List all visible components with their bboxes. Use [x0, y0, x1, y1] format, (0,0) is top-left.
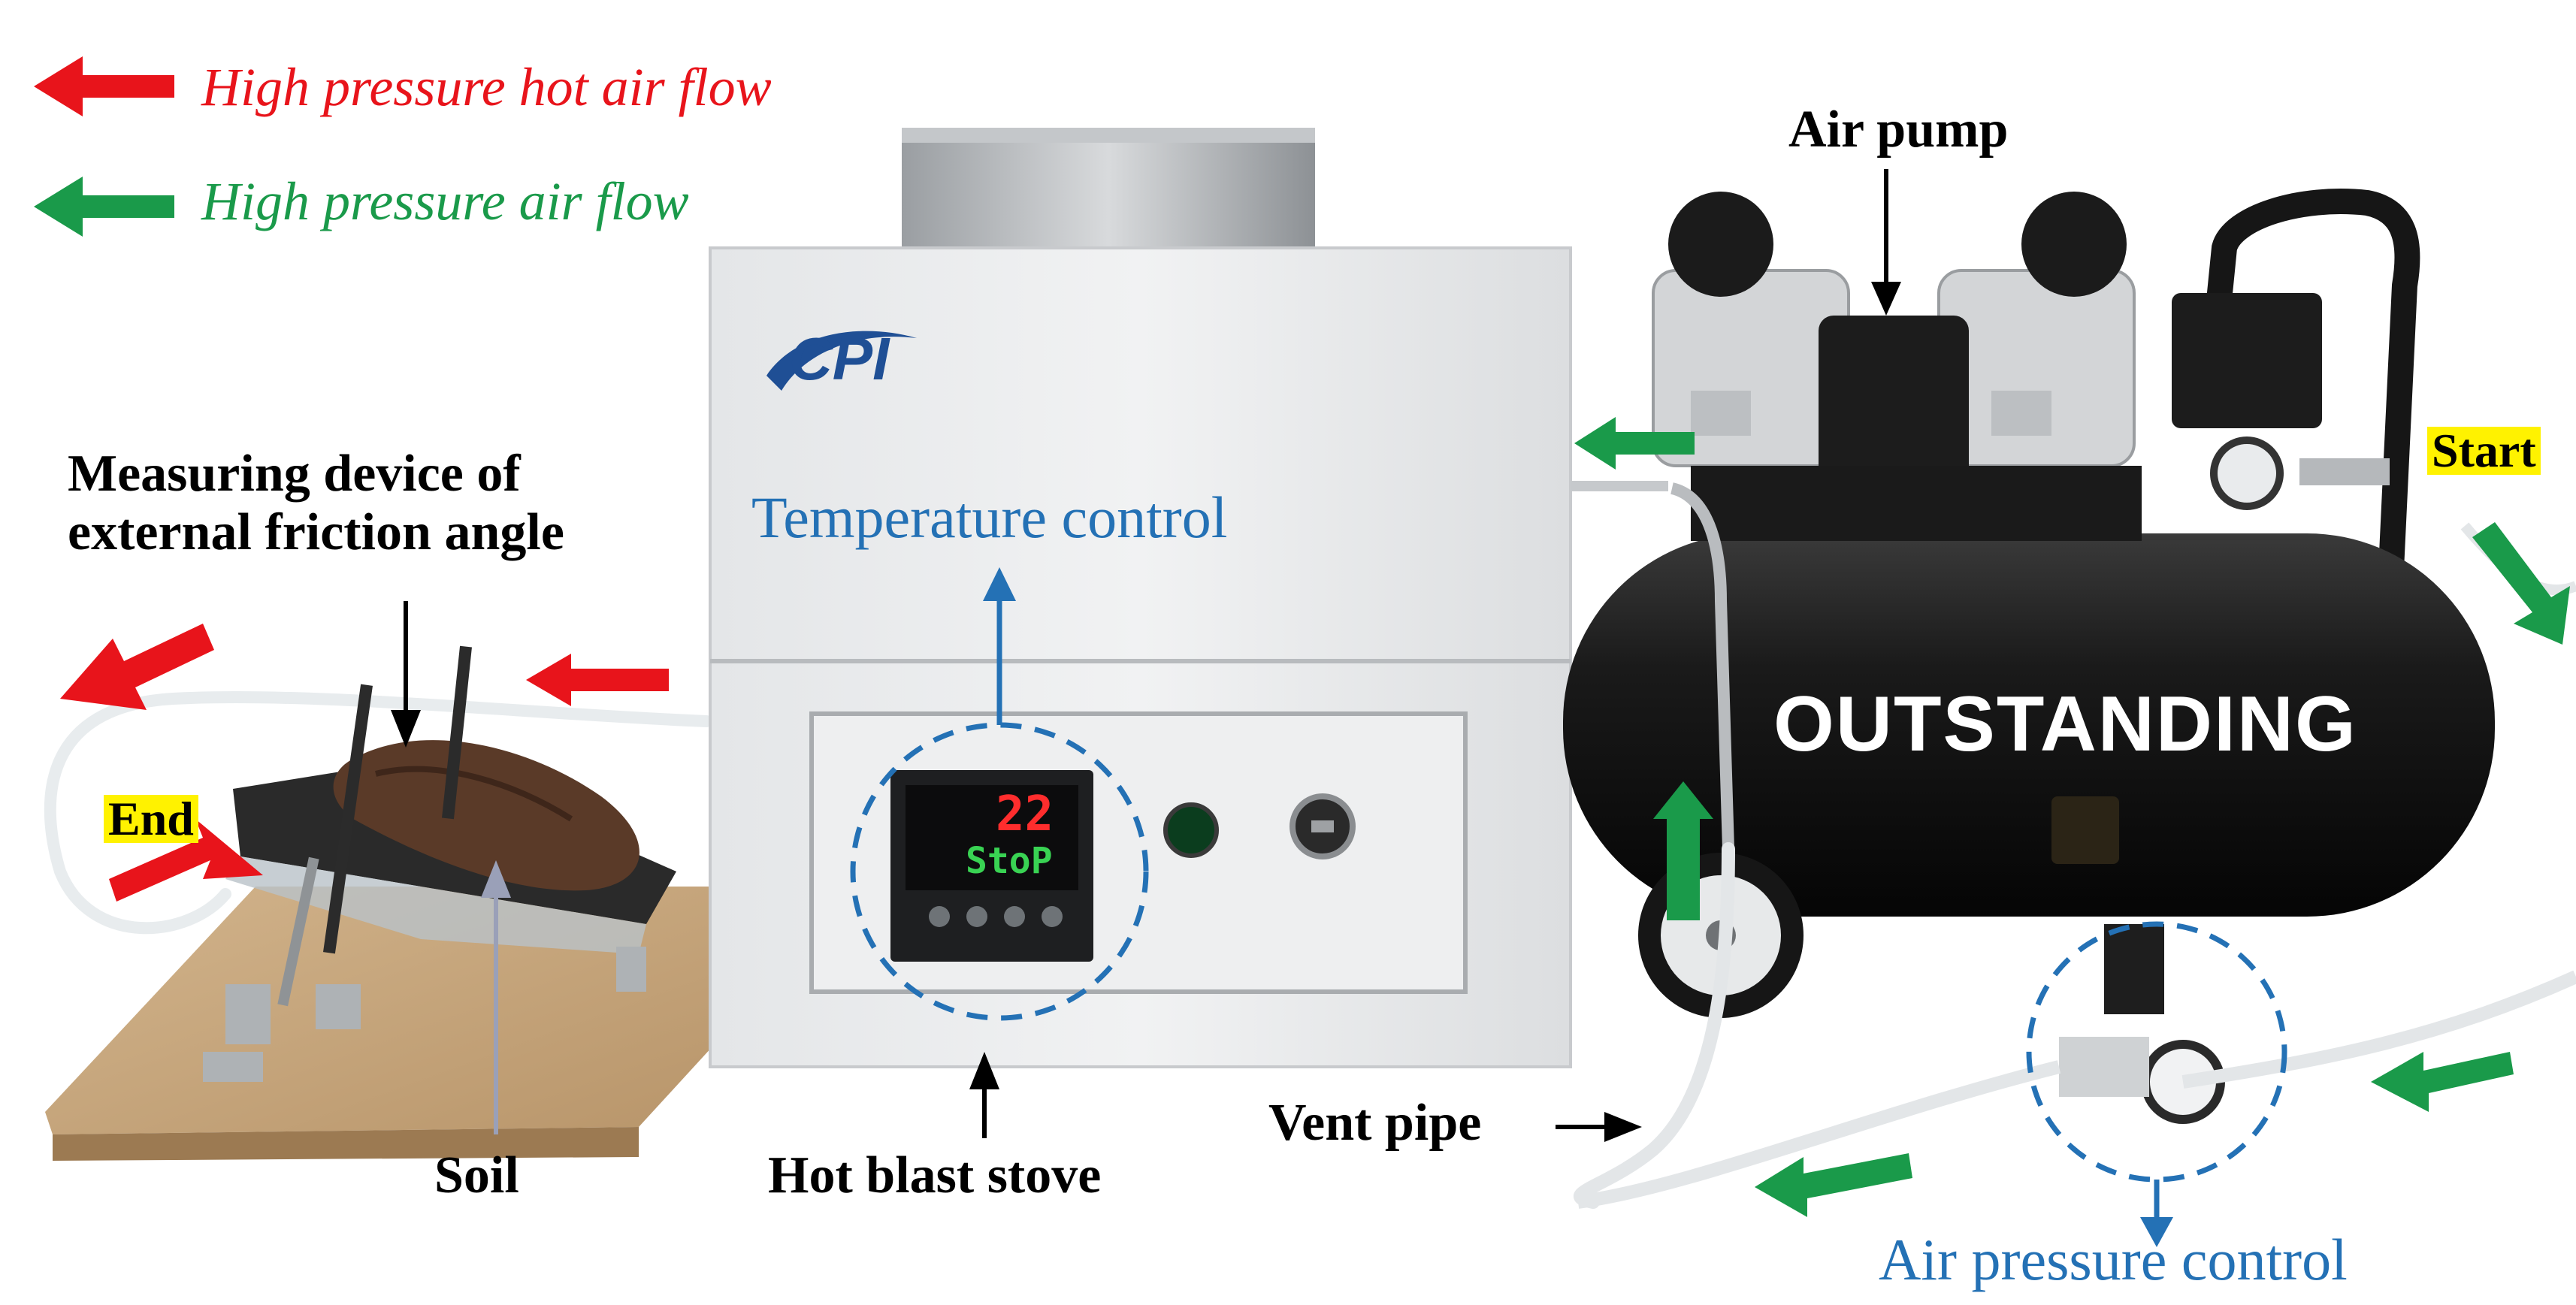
pointer-arrows: [391, 169, 1901, 1142]
end-label: End: [104, 795, 198, 843]
measuring-pointer-head: [391, 710, 421, 748]
stove-brand-text: CPI: [789, 325, 890, 392]
pressure-callout-circle: [2026, 921, 2287, 1183]
vent-pipe-hose: [1574, 842, 1735, 1209]
start-label: Start: [2427, 427, 2541, 475]
controller-key-1: [929, 906, 950, 927]
controller-key-4: [1042, 906, 1063, 927]
stove-top-plate: [902, 135, 1315, 255]
air-arrow-up-vent: [1653, 781, 1713, 920]
callouts: [850, 567, 2287, 1247]
pressure-callout-arrowhead: [2140, 1217, 2173, 1247]
legend-cold-arrow: [34, 177, 174, 237]
hot-blast-stove: [709, 128, 1668, 1068]
compressor-handle: [2204, 189, 2420, 614]
pressure-switch: [2172, 293, 2322, 428]
soil-label: Soil: [434, 1146, 519, 1204]
controller-display: [906, 785, 1078, 890]
vent-pipe-pointer-head: [1604, 1112, 1642, 1142]
pump-vent-left: [1691, 391, 1751, 436]
stove-top-plate-lip: [902, 128, 1315, 143]
controller-key-2: [966, 906, 987, 927]
regulator-body: [2104, 924, 2164, 1014]
hot-arrow-stove-out: [526, 654, 669, 706]
legend-hot-label: High pressure hot air flow: [201, 57, 772, 117]
air-arrow-bottom-left: [1755, 1153, 1912, 1217]
controller-status-display: StoP: [966, 840, 1053, 882]
hot-arrow-plate-in: [109, 819, 263, 902]
soil-sample: [333, 740, 639, 891]
air-pump-label: Air pump: [1788, 101, 2009, 159]
pump-cap-right: [2021, 192, 2127, 297]
power-switch-slot: [1311, 820, 1334, 832]
vent-hose-left: [44, 690, 712, 935]
pump-vent-right: [1991, 391, 2051, 436]
wooden-base-edge: [53, 1127, 639, 1161]
air-arrow-to-stove: [1574, 417, 1695, 470]
green-indicator-light: [1163, 802, 1219, 858]
air-compressor: [1563, 189, 2576, 1209]
hot-arrow-top-left: [60, 624, 214, 710]
air-tank: [1563, 533, 2495, 917]
bracket-3: [316, 984, 361, 1029]
air-pump-pointer-head: [1871, 282, 1901, 316]
air-arrows: [34, 177, 2570, 1217]
brand-badge: [2051, 796, 2119, 864]
bracket-4: [616, 947, 646, 992]
pump-mount: [1691, 466, 2142, 541]
cpi-logo-swoosh: [766, 331, 917, 391]
pump-brand-text: OUTSTANDING: [1773, 681, 2357, 768]
temperature-callout-arrowhead: [983, 567, 1016, 601]
legend-hot-arrow: [34, 56, 174, 116]
hot-blast-stove-label: Hot blast stove: [768, 1146, 1102, 1204]
measuring-device: [44, 645, 729, 1161]
supply-hose-right: [2181, 970, 2576, 1089]
inclined-plate-glass: [225, 856, 646, 954]
hot-air-arrows: [34, 56, 669, 902]
bracket-1: [225, 984, 271, 1044]
vertical-rod-2: [442, 645, 472, 820]
pump-motor-core: [1819, 316, 1969, 481]
controller-value-display: 22: [996, 787, 1054, 842]
vertical-rod-1: [323, 684, 373, 954]
soil-pointer-head: [481, 860, 511, 898]
vent-pipe-label: Vent pipe: [1268, 1094, 1482, 1152]
air-pressure-control-label: Air pressure control: [1879, 1227, 2348, 1292]
outlet-hose: [1577, 1060, 2061, 1209]
soil-texture: [375, 766, 573, 822]
air-arrow-bottom-right: [2371, 1052, 2514, 1112]
quick-coupler: [2299, 458, 2390, 485]
bracket-2: [203, 1052, 263, 1082]
controller-key-3: [1004, 906, 1025, 927]
stove-upper-housing: [709, 246, 1572, 663]
pump-cap-left: [1668, 192, 1773, 297]
temperature-callout-circle: [850, 722, 1149, 1021]
vent-pipe-metal: [1670, 482, 1734, 850]
temperature-control-label: Temperature control: [751, 485, 1228, 550]
regulator-valve: [2059, 1037, 2149, 1097]
stove-air-inlet-pipe: [1571, 481, 1668, 491]
support-leg: [277, 856, 319, 1007]
legend-cold-label: High pressure air flow: [201, 171, 689, 231]
stove-pointer-head: [969, 1052, 999, 1089]
pressure-gauge-top: [2210, 437, 2284, 510]
air-arrow-start: [2472, 522, 2570, 645]
measuring-device-label: Measuring device of external friction an…: [68, 445, 564, 562]
